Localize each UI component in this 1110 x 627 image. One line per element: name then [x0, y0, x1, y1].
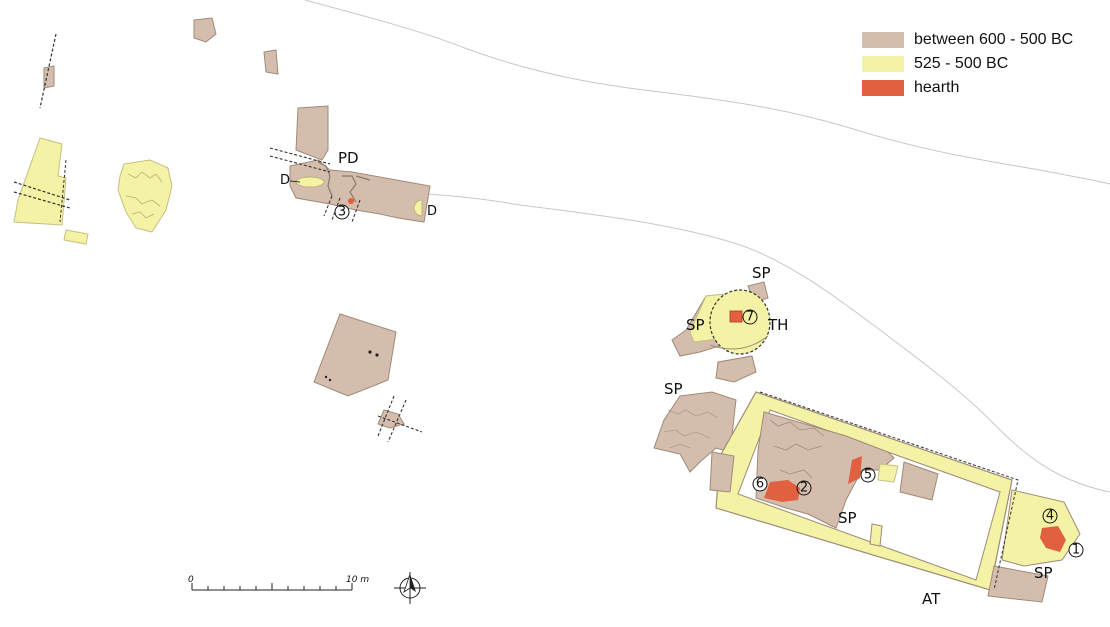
at-building	[709, 391, 1081, 603]
legend-item-525-500: 525 - 500 BC	[862, 52, 1073, 76]
tan-area-center-left	[313, 313, 423, 443]
contour-line-lower	[359, 191, 1110, 493]
marker-1: 1	[1068, 542, 1084, 558]
yellow-feature-far-left	[13, 137, 89, 245]
hearth-5	[848, 456, 862, 484]
tan-fragment-left	[43, 65, 55, 89]
svg-text:3: 3	[338, 205, 346, 220]
label-d-right: D	[427, 204, 437, 219]
svg-text:7: 7	[746, 310, 754, 325]
legend-item-600-500: between 600 - 500 BC	[862, 28, 1073, 52]
svg-text:1: 1	[1072, 543, 1080, 558]
label-sp-mid: SP	[664, 380, 683, 398]
dashed-line-left	[39, 33, 57, 109]
legend-swatch-hearth	[862, 80, 904, 96]
legend-item-hearth: hearth	[862, 76, 1073, 100]
legend-swatch-525-500	[862, 56, 904, 72]
legend-label-hearth: hearth	[914, 79, 960, 96]
label-sp-top: SP	[752, 264, 771, 282]
label-sp-inner: SP	[838, 509, 857, 527]
svg-text:2: 2	[800, 481, 808, 496]
scale-label-end: 10 m	[346, 575, 369, 585]
north-arrow-icon	[394, 572, 426, 604]
label-d-left: D	[280, 173, 290, 188]
marker-5: 5	[860, 467, 876, 483]
marker-7: 7	[742, 309, 758, 325]
legend-label-600-500: between 600 - 500 BC	[914, 31, 1074, 48]
marker-2: 2	[796, 480, 812, 496]
th-structure	[671, 281, 771, 383]
hearth-7	[729, 310, 743, 323]
label-sp-bottom: SP	[1034, 564, 1053, 582]
label-at: AT	[922, 590, 941, 608]
svg-text:6: 6	[756, 477, 764, 492]
hearth-4-1	[1040, 526, 1066, 552]
marker-4: 4	[1042, 508, 1058, 524]
contour-line-upper	[304, 0, 1110, 185]
yellow-oval-pd	[295, 176, 325, 188]
scale-label-start: 0	[188, 575, 194, 585]
legend-label-525-500: 525 - 500 BC	[914, 55, 1009, 72]
svg-text:4: 4	[1046, 509, 1054, 524]
tan-fragment-top-2	[263, 49, 279, 75]
tan-fragment-top-1	[193, 17, 217, 43]
marker-3: 3	[334, 204, 350, 220]
legend: between 600 - 500 BC 525 - 500 BC hearth	[862, 28, 1073, 100]
legend-swatch-600-500	[862, 32, 904, 48]
yellow-stone-feature	[117, 159, 173, 233]
label-th: TH	[767, 316, 788, 334]
label-pd: PD	[338, 149, 359, 167]
label-sp-left: SP	[686, 316, 705, 334]
hearth-3	[348, 198, 354, 204]
hearth-6-2	[764, 480, 800, 502]
pd-building	[269, 105, 431, 223]
scale-bar: 0 10 m	[188, 575, 369, 591]
marker-6: 6	[752, 476, 768, 492]
svg-text:5: 5	[864, 468, 872, 483]
yellow-semicircle-pd	[413, 199, 423, 217]
